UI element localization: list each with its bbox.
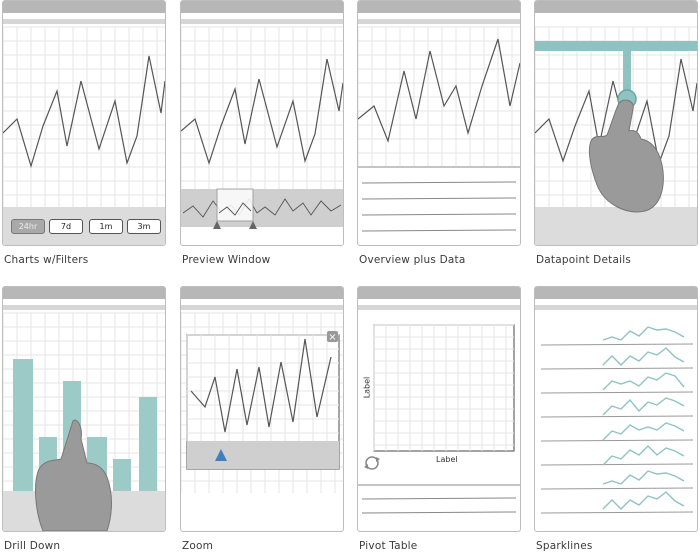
sparkline bbox=[602, 422, 685, 441]
filter-24hr-button[interactable]: 24hr bbox=[11, 219, 45, 234]
panel-caption: Charts w/Filters bbox=[4, 254, 89, 266]
x-axis-label: Label bbox=[436, 455, 458, 464]
panel-caption: Zoom bbox=[182, 540, 214, 552]
phone-frame bbox=[180, 0, 344, 246]
phone-frame: × bbox=[180, 286, 344, 532]
close-icon bbox=[327, 331, 338, 342]
sparkline-row-rule bbox=[540, 367, 694, 370]
pivot-rotate-icon bbox=[365, 456, 379, 470]
hand-pointer-icon bbox=[588, 99, 664, 213]
sparkline-row-rule bbox=[540, 511, 694, 514]
chart-sketch bbox=[535, 1, 697, 245]
chart-sketch: × bbox=[181, 287, 343, 493]
sparkline bbox=[602, 470, 685, 485]
sparkline-row-rule bbox=[540, 415, 694, 418]
bar bbox=[13, 359, 33, 491]
zoom-handle-icon bbox=[215, 449, 227, 461]
chart-sketch bbox=[3, 287, 165, 531]
panel-caption: Pivot Table bbox=[359, 540, 418, 552]
filter-7d-button[interactable]: 7d bbox=[49, 219, 83, 234]
phone-frame: 24hr 7d 1m 3m bbox=[2, 0, 166, 246]
phone-frame bbox=[357, 0, 521, 246]
panel-caption: Datapoint Details bbox=[536, 254, 631, 266]
sparkline-row-rule bbox=[540, 343, 694, 346]
y-axis-label: Label bbox=[362, 376, 372, 399]
bar bbox=[113, 459, 131, 491]
panel-caption: Overview plus Data bbox=[359, 254, 466, 266]
chart-sketch bbox=[181, 1, 343, 229]
sparkline bbox=[602, 372, 685, 391]
panel-caption: Drill Down bbox=[4, 540, 61, 552]
sparkline bbox=[602, 397, 685, 416]
filter-3m-button[interactable]: 3m bbox=[127, 219, 161, 234]
sparkline-row-rule bbox=[540, 391, 694, 394]
chart-sketch bbox=[358, 1, 520, 232]
sparkline bbox=[602, 326, 685, 341]
bar bbox=[139, 397, 157, 491]
chart-sketch bbox=[358, 287, 520, 514]
chart-sketch bbox=[3, 1, 165, 245]
filter-1m-button[interactable]: 1m bbox=[89, 219, 123, 234]
sparkline bbox=[602, 445, 685, 466]
sparkline bbox=[602, 347, 685, 366]
phone-frame bbox=[534, 286, 698, 532]
chart-sketch bbox=[535, 287, 697, 514]
phone-frame: Label Label bbox=[357, 286, 521, 532]
panel-caption: Sparklines bbox=[536, 540, 593, 552]
panel-caption: Preview Window bbox=[182, 254, 271, 266]
sparkline-row-rule bbox=[540, 439, 694, 442]
hand-pointer-icon bbox=[35, 419, 112, 531]
sparkline bbox=[602, 491, 685, 510]
phone-frame bbox=[2, 286, 166, 532]
left-handle-icon bbox=[213, 221, 221, 229]
sparkline-row-rule bbox=[540, 487, 694, 490]
sparkline-row-rule bbox=[540, 463, 694, 466]
phone-frame bbox=[534, 0, 698, 246]
svg-text:×: × bbox=[328, 332, 336, 343]
right-handle-icon bbox=[249, 221, 257, 229]
